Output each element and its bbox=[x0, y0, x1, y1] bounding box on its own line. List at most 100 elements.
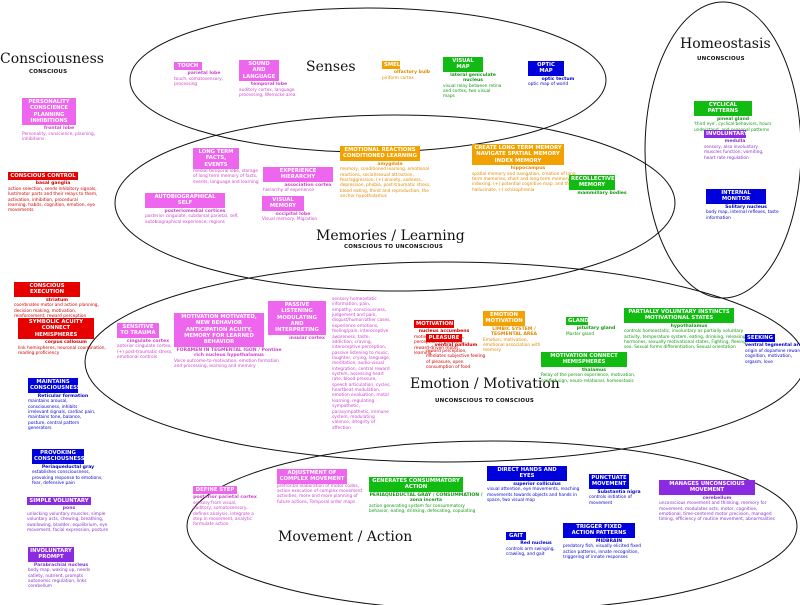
emotional-reactions-box: EMOTIONAL REACTIONS CONDITIONED LEARNING bbox=[340, 146, 420, 161]
visual-map-description: visual relay between retina and cortex, … bbox=[443, 83, 502, 100]
node-motivation-motivated: MOTIVATION MOTIVATED, NEW BEHAVIOR ANTIC… bbox=[174, 313, 284, 369]
motivation-motivated-description: Voice outcome-to-motivation, emotion for… bbox=[174, 358, 279, 370]
motivation-connect-description: Relay of the person experience, motivati… bbox=[541, 373, 636, 384]
involuntary-hom-box: INVOLUNTARY bbox=[704, 130, 748, 139]
partially-box: PARTIALLY VOLUNTARY INSTINCTS MOTIVATION… bbox=[624, 308, 734, 323]
recollective-label: mammillary bodies bbox=[577, 190, 627, 196]
seeking-description: origin of dopamine reward, cognition, mo… bbox=[745, 348, 800, 365]
conscious-control-box: CONSCIOUS CONTROL bbox=[8, 172, 78, 181]
manages-description: unconscious movement and thinking, memor… bbox=[659, 501, 775, 523]
motivation-red-box: MOTIVATION bbox=[414, 320, 454, 329]
touch-label: parietal lobe bbox=[187, 71, 221, 77]
pleasure-label: ventral pallidum bbox=[434, 343, 478, 349]
smell-label: olfactory bulb bbox=[393, 70, 431, 76]
generates-label: PERIAQUEDUCTAL GRAY / CONSUMMATION / zon… bbox=[369, 492, 483, 504]
create-long-term-box: CREATE LONG TERM MEMORY NAVIGATE SPATIAL… bbox=[472, 144, 564, 166]
emotion-motivation-box: EMOTION MOTIVATION bbox=[483, 311, 525, 326]
autobio-box: AUTOBIOGRAPHICAL SELF bbox=[145, 193, 225, 208]
trigger-fixed-description: predatory fish, visually elicited fixed … bbox=[563, 544, 641, 560]
visual-map-box: VISUAL MAP bbox=[443, 57, 483, 72]
involuntary-description: body map, waking up, needs satiety, nutr… bbox=[28, 568, 91, 590]
passive-label: insular cortex bbox=[289, 335, 325, 341]
seeking-label: ventral tegmental area bbox=[745, 343, 800, 349]
maintains-description: maintains arousal, consciousness, inhibi… bbox=[28, 399, 96, 431]
emotion-ellipse bbox=[84, 261, 800, 463]
involuntary-hom-label: medulla bbox=[724, 139, 746, 145]
involuntary-label: Parabrachial nucleus bbox=[33, 562, 89, 568]
punctuate-box: PUNCTUATE MOVEMENT bbox=[589, 474, 629, 489]
define-step-description: sensory from visual, auditory, somatosen… bbox=[193, 500, 254, 528]
sound-label: temporal lobe bbox=[250, 82, 288, 88]
node-partially: PARTIALLY VOLUNTARY INSTINCTS MOTIVATION… bbox=[624, 308, 754, 351]
visual-memory-box: VISUAL MEMORY bbox=[262, 196, 304, 211]
smell-description: piriform cortex bbox=[382, 75, 414, 81]
trigger-fixed-box: TRIGGER FIXED ACTION PATTERNS bbox=[563, 523, 635, 538]
conscious-execution-label: striatum bbox=[45, 297, 69, 303]
internal-monitor-label: Solitary nucleus bbox=[725, 204, 767, 210]
insular-desc-description: sensory homeostatic information, pain, e… bbox=[332, 297, 391, 431]
memories-ellipse bbox=[114, 114, 676, 292]
senses-title: Senses bbox=[306, 59, 356, 75]
maintains-label: Reticular formation bbox=[37, 393, 89, 399]
adjustment-box: ADJUSTMENT OF COMPLEX MOVEMENT bbox=[277, 469, 347, 484]
motivation-connect-label: thalamus bbox=[581, 367, 607, 373]
personality-box: PERSONALITY CONSCIENCE PLANNING INHIBITI… bbox=[22, 98, 76, 126]
node-insular-desc: sensory homeostatic information, pain, e… bbox=[332, 297, 392, 431]
internal-monitor-box: INTERNAL MONITOR bbox=[706, 189, 766, 204]
smell-box: SMELL bbox=[382, 61, 404, 70]
personality-label: frontal lobe bbox=[43, 126, 75, 132]
sensitive-trauma-label: cingulate cortex bbox=[126, 338, 170, 344]
gland-box: GLAND bbox=[566, 317, 589, 326]
symbolic-label: corpus callosum bbox=[45, 340, 87, 346]
emotion-subtitle: UNCONSCIOUS TO CONSCIOUS bbox=[435, 398, 535, 404]
consciousness-title: Consciousness bbox=[0, 51, 104, 67]
sound-description: auditory cortex, language processing, We… bbox=[239, 87, 296, 98]
motivation-connect-box: MOTIVATION CONNECT HEMISPHERES bbox=[541, 352, 627, 367]
sound-box: SOUND AND LANGUAGE bbox=[239, 60, 279, 82]
manages-label: cerebellum bbox=[702, 495, 732, 501]
motivation-red-label: nucleus accumbens bbox=[418, 329, 470, 335]
punctuate-description: controls initiation of movement bbox=[589, 495, 632, 506]
generates-box: GENERATES CONSUMMATORY ACTION bbox=[369, 477, 463, 492]
experience-box: EXPERIENCE HIERARCHY bbox=[263, 167, 333, 182]
pleasure-box: PLEASURE bbox=[426, 334, 462, 343]
homeostasis-title: Homeostasis bbox=[680, 36, 771, 52]
touch-box: TOUCH bbox=[174, 62, 202, 71]
trigger-fixed-label: MIDBRAIN bbox=[595, 538, 623, 544]
gait-description: controls arm swinging, crawling, and gai… bbox=[506, 546, 555, 558]
gland-label: pituitary gland bbox=[576, 326, 616, 332]
conscious-execution-description: coordinates motor and action planning, d… bbox=[14, 303, 99, 319]
sensitive-trauma-box: SENSITIVE TO TRAUMA bbox=[117, 323, 159, 338]
node-create-long-term: CREATE LONG TERM MEMORY NAVIGATE SPATIAL… bbox=[472, 144, 584, 193]
cyclical-box: CYCLICAL PATTERNS bbox=[694, 101, 752, 116]
punctuate-label: Substantia nigra bbox=[597, 489, 641, 495]
internal-monitor-description: body map, internal reflexes, taste infor… bbox=[706, 210, 779, 221]
create-long-term-description: spatial memory and navigation, creation … bbox=[472, 171, 576, 193]
visual-map-label: lateral geniculate nucleus bbox=[450, 72, 496, 84]
symbolic-box: SYMBOLIC ACUITY CONNECT HEMISPHERES bbox=[18, 318, 94, 340]
motivation-motivated-label: FORAMEN IN TEGMENTAL IGON / Pontine rich… bbox=[176, 347, 282, 359]
